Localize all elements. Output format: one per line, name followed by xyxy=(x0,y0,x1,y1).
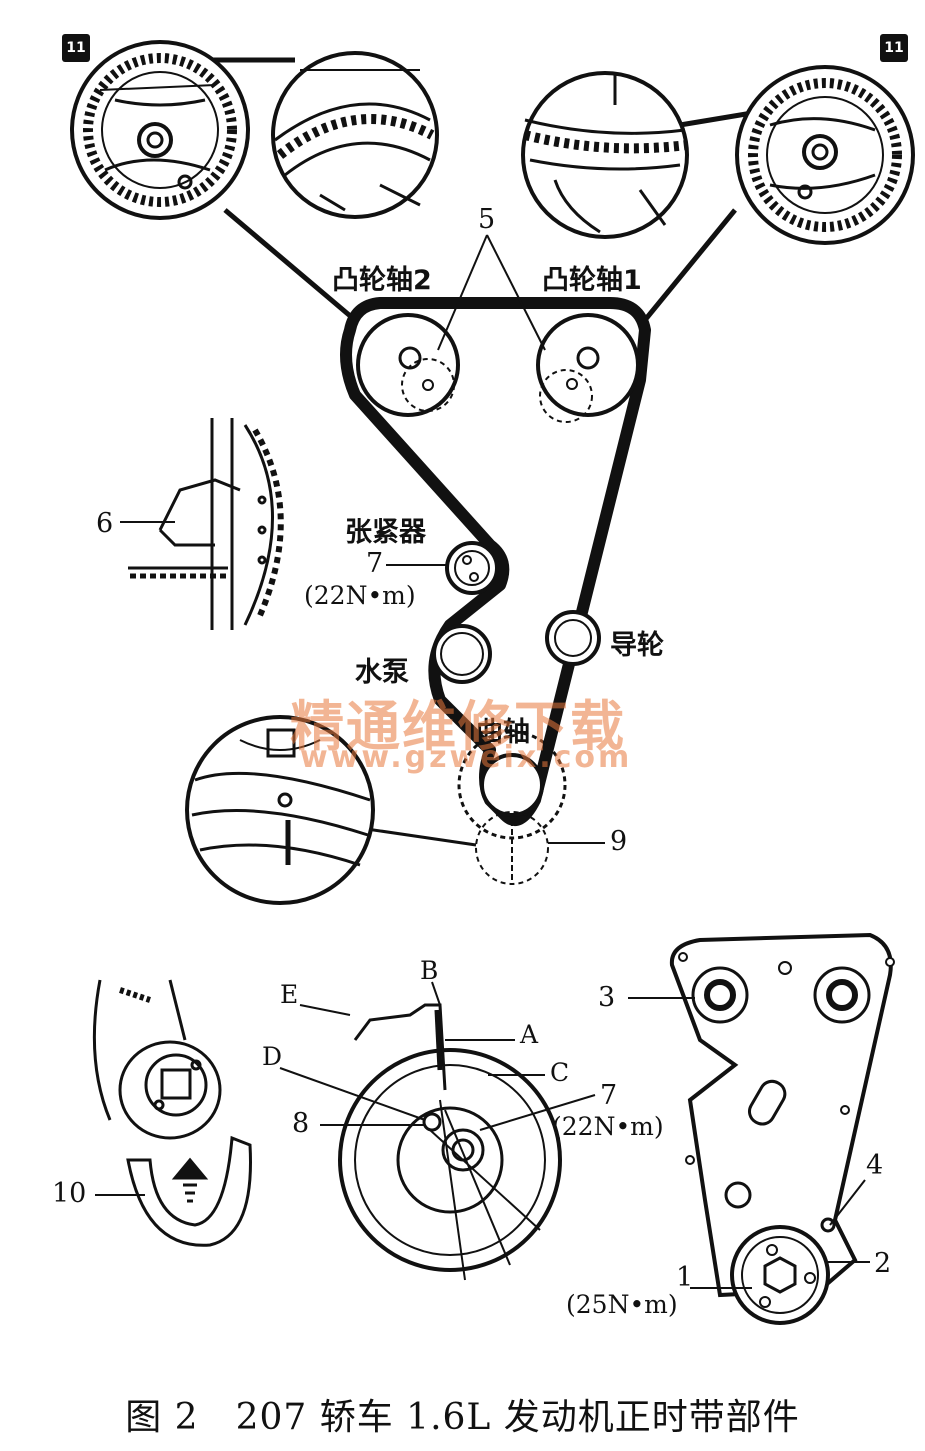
label-E: E xyxy=(280,980,299,1009)
label-torque-25: (25N•m) xyxy=(566,1290,678,1319)
watermark-text: 精通维修下载 xyxy=(290,695,626,758)
crank-zoom-detail xyxy=(185,715,375,905)
label-crankshaft: 曲轴 xyxy=(476,717,530,748)
watermark-url: www.gzweix.com xyxy=(300,740,633,775)
leader-lines-5 xyxy=(437,234,546,351)
label-B: B xyxy=(420,956,439,985)
camshaft1-sprocket-detail xyxy=(735,65,915,245)
label-camshaft2: 凸轮轴2 xyxy=(332,265,432,296)
label-camshaft1: 凸轮轴1 xyxy=(542,265,642,296)
label-torque-22-bottom: (22N•m) xyxy=(552,1112,664,1141)
label-2: 2 xyxy=(874,1248,892,1279)
label-D: D xyxy=(262,1042,283,1071)
badge-left-icon: 11 xyxy=(62,34,90,62)
label-4: 4 xyxy=(866,1150,884,1181)
label-tensioner: 张紧器 xyxy=(345,517,426,548)
label-A: A xyxy=(520,1020,539,1049)
camshaft1-pulley xyxy=(536,313,640,423)
tensioner-adjust-detail xyxy=(279,981,596,1281)
label-9: 9 xyxy=(610,826,628,857)
label-5: 5 xyxy=(478,204,496,235)
tensioner-pulley xyxy=(386,541,499,595)
crank-lock-tool-detail xyxy=(92,979,252,1247)
label-3: 3 xyxy=(598,982,616,1013)
camshaft2-pulley xyxy=(356,313,460,417)
figure-caption: 图 2 207 轿车 1.6L 发动机正时带部件 xyxy=(125,1397,800,1438)
belt-profile-detail xyxy=(120,418,284,630)
label-C: C xyxy=(550,1058,570,1087)
label-8: 8 xyxy=(292,1108,310,1139)
camshaft2-zoom-detail xyxy=(271,51,439,219)
crankshaft-pulley xyxy=(359,730,605,885)
camshaft1-zoom-detail xyxy=(521,71,689,239)
label-water-pump: 水泵 xyxy=(355,657,409,688)
label-1: 1 xyxy=(676,1262,694,1293)
label-6: 6 xyxy=(96,508,114,539)
camshaft2-sprocket-detail xyxy=(70,40,250,220)
badge-right-icon: 11 xyxy=(880,34,908,62)
label-idler: 导轮 xyxy=(610,630,664,661)
water-pump-pulley xyxy=(432,624,492,684)
idler-pulley xyxy=(545,610,601,666)
label-7-bottom: 7 xyxy=(600,1080,618,1111)
label-torque-22-top: (22N•m) xyxy=(304,581,416,610)
timing-cover-detail xyxy=(628,932,895,1325)
label-10: 10 xyxy=(52,1178,87,1209)
label-7-top: 7 xyxy=(366,548,384,579)
